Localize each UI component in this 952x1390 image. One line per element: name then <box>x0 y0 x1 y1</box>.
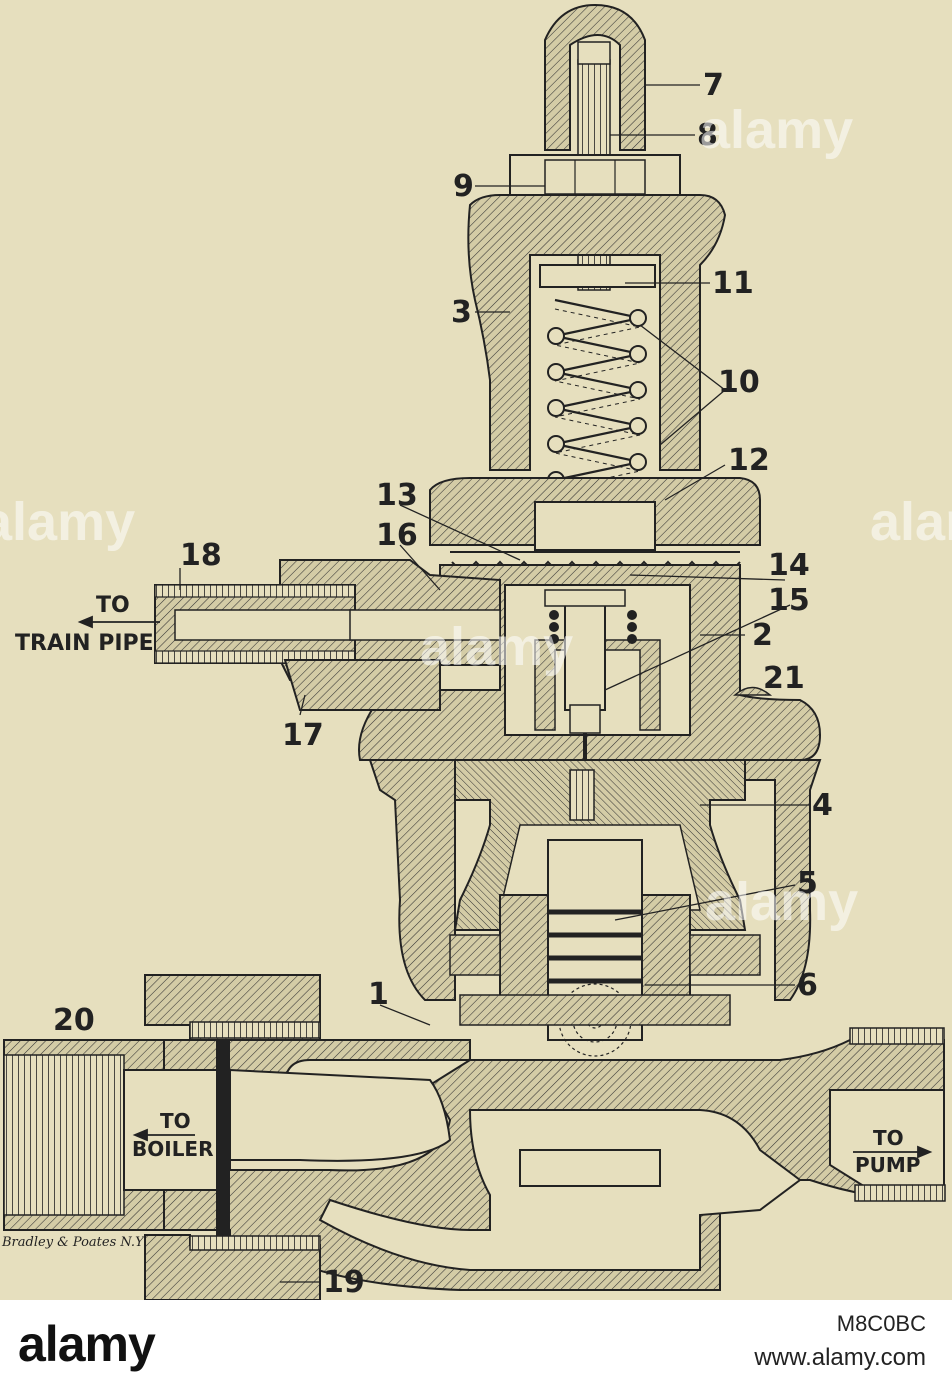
site-url[interactable]: www.alamy.com <box>754 1344 926 1371</box>
union-nut-17 <box>283 659 441 711</box>
callout-4: 4 <box>812 788 833 823</box>
callout-18: 18 <box>180 538 222 573</box>
callout-1: 1 <box>368 977 389 1012</box>
callout-15: 15 <box>768 583 810 618</box>
caption-pump: PUMP <box>855 1153 920 1177</box>
callout-6: 6 <box>797 968 818 1003</box>
callout-7: 7 <box>703 68 724 103</box>
caption-train-pipe: TRAIN PIPE <box>15 631 154 656</box>
spring-case-3 <box>467 194 727 471</box>
diaphragm-13 <box>451 560 741 570</box>
callout-13: 13 <box>376 478 418 513</box>
callout-17: 17 <box>282 718 324 753</box>
caption-to-boiler: TO <box>160 1109 191 1133</box>
callout-20: 20 <box>53 1003 95 1038</box>
watermark-right-3: alamy <box>705 872 858 932</box>
valve-spring-15 <box>549 610 637 644</box>
callout-16: 16 <box>376 518 418 553</box>
callout-19: 19 <box>323 1265 365 1300</box>
cap-nut-7 <box>544 3 646 151</box>
spring-10 <box>554 298 641 506</box>
watermark-right-1: alamy <box>700 100 853 160</box>
callout-14: 14 <box>768 548 810 583</box>
watermark-center: alamy <box>420 617 573 677</box>
caption-boiler: BOILER <box>132 1137 214 1161</box>
callout-11: 11 <box>712 266 754 301</box>
caption-to-train: TO <box>96 593 130 618</box>
diagram-figure: 7 8 9 11 3 10 12 13 16 18 14 15 2 21 17 … <box>0 0 952 1300</box>
valve-stem-14 <box>564 594 606 711</box>
callout-8: 8 <box>697 118 718 153</box>
callout-12: 12 <box>728 443 770 478</box>
callout-3: 3 <box>451 295 472 330</box>
watermark-right-2: alamy <box>870 492 952 552</box>
engraver-credit: Bradley & Poates N.Y <box>1 1235 145 1250</box>
callout-2: 2 <box>752 618 773 653</box>
callout-5: 5 <box>797 866 818 901</box>
watermark-group: alamy alamy alamy alamy alamy <box>0 100 952 932</box>
brand-logo[interactable]: alamy <box>18 1316 156 1372</box>
callout-10: 10 <box>718 365 760 400</box>
plug-21 <box>733 686 773 696</box>
spring-seat-11 <box>539 264 656 288</box>
callout-9: 9 <box>453 169 474 204</box>
valve-cross-section: 7 8 9 11 3 10 12 13 16 18 14 15 2 21 17 … <box>0 3 952 1300</box>
caption-to-pump: TO <box>873 1126 904 1150</box>
stock-footer: alamy M8C0BC www.alamy.com <box>0 1300 952 1390</box>
leader-lines <box>179 84 810 1283</box>
callout-21: 21 <box>763 661 805 696</box>
watermark-left: alamy <box>0 492 135 552</box>
image-id: M8C0BC <box>836 1311 926 1336</box>
